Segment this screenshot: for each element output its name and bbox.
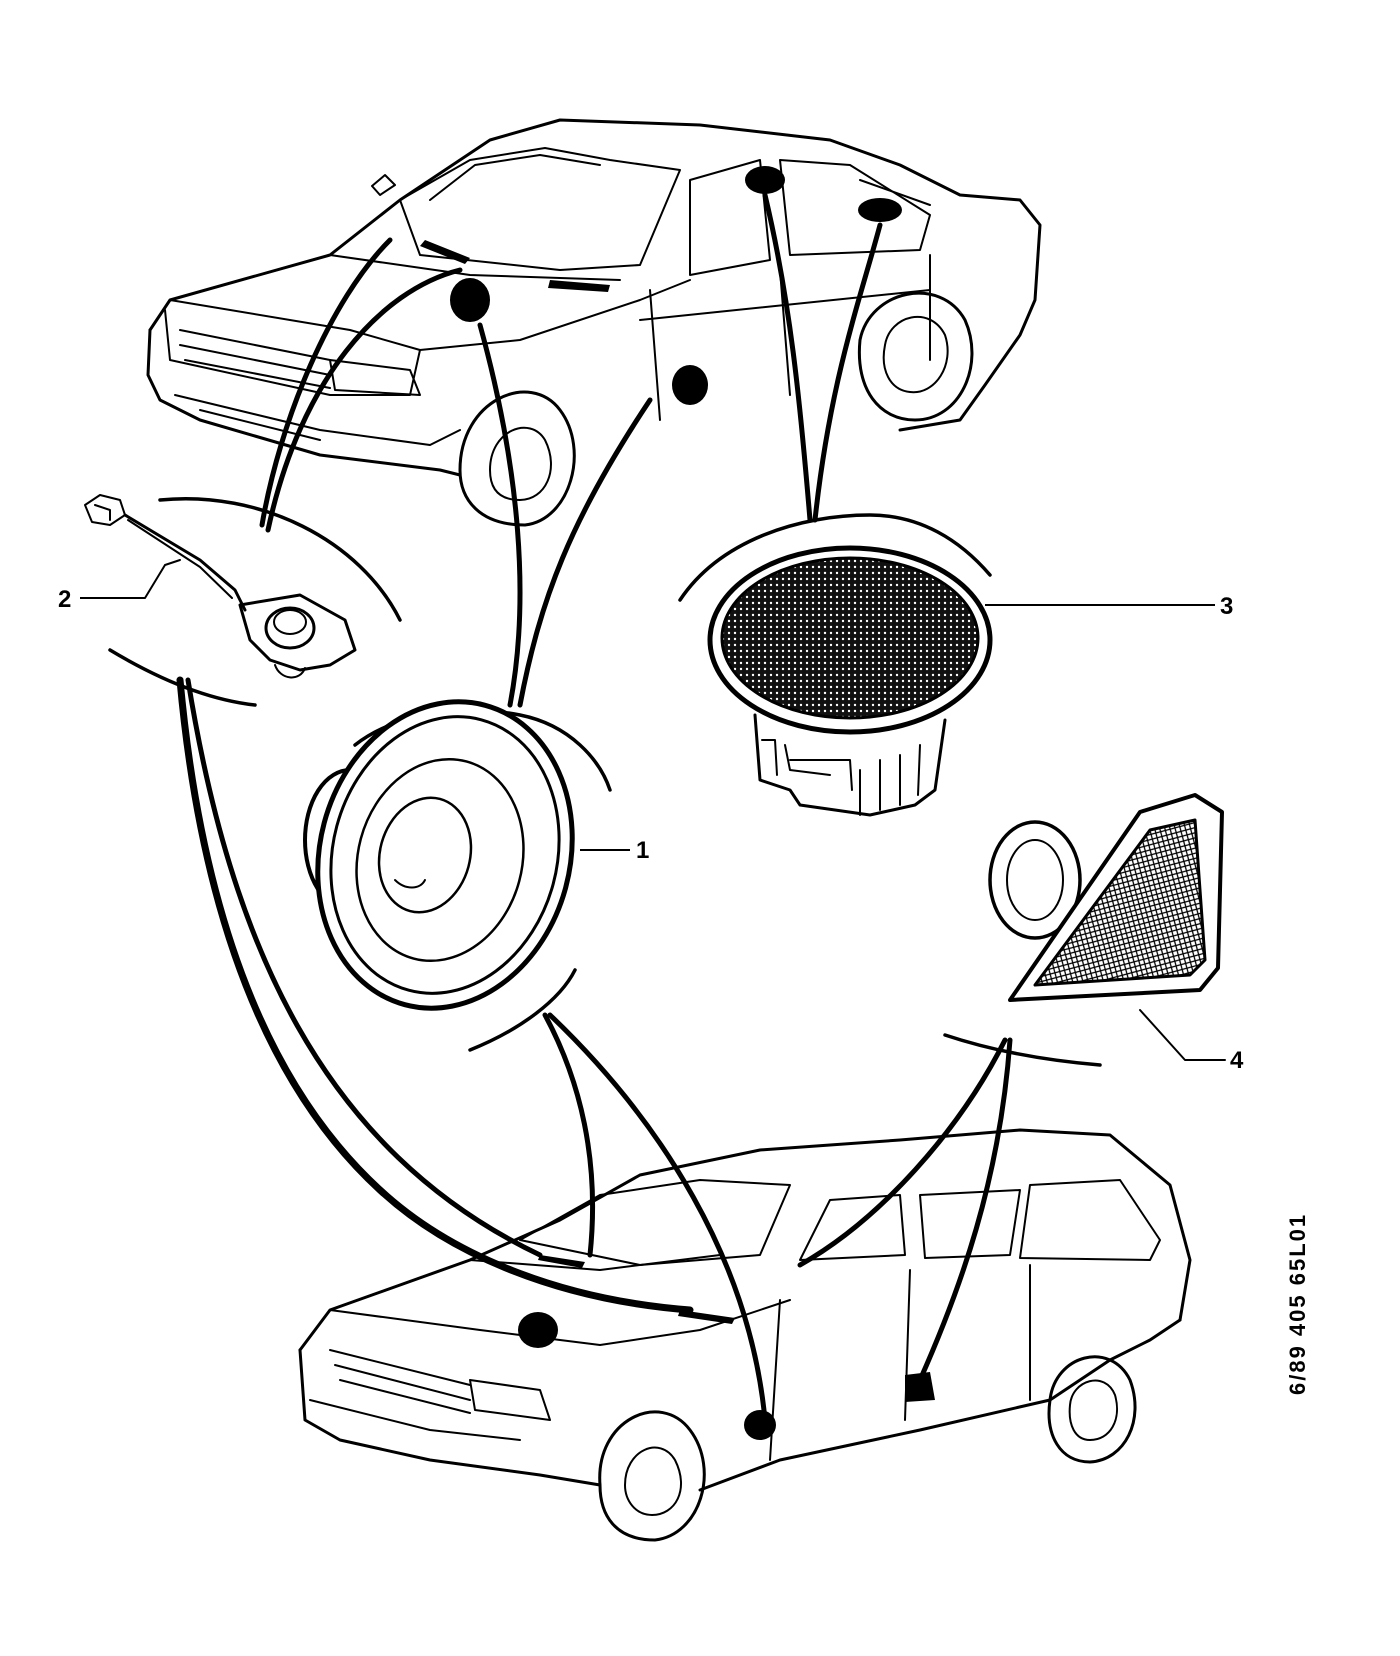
callout-label-2: 2 <box>58 586 71 613</box>
corner-speaker-4 <box>988 793 1224 1002</box>
callout-2: 2 <box>58 559 181 613</box>
callout-3: 3 <box>985 593 1233 620</box>
reference-code: 6/89 405 65L01 <box>1285 1212 1310 1395</box>
callout-label-4: 4 <box>1230 1047 1244 1074</box>
callout-1: 1 <box>580 837 649 864</box>
grille-speaker-3 <box>707 545 993 817</box>
bottom-car-estate <box>298 1128 1192 1542</box>
connection-wires <box>176 192 1013 1423</box>
callout-label-1: 1 <box>636 837 649 864</box>
callout-label-3: 3 <box>1220 593 1233 620</box>
top-car-saloon <box>146 118 1042 527</box>
callout-4: 4 <box>1139 1009 1244 1074</box>
round-speaker-1 <box>303 699 575 1011</box>
tweeter-speaker-2 <box>84 494 357 679</box>
